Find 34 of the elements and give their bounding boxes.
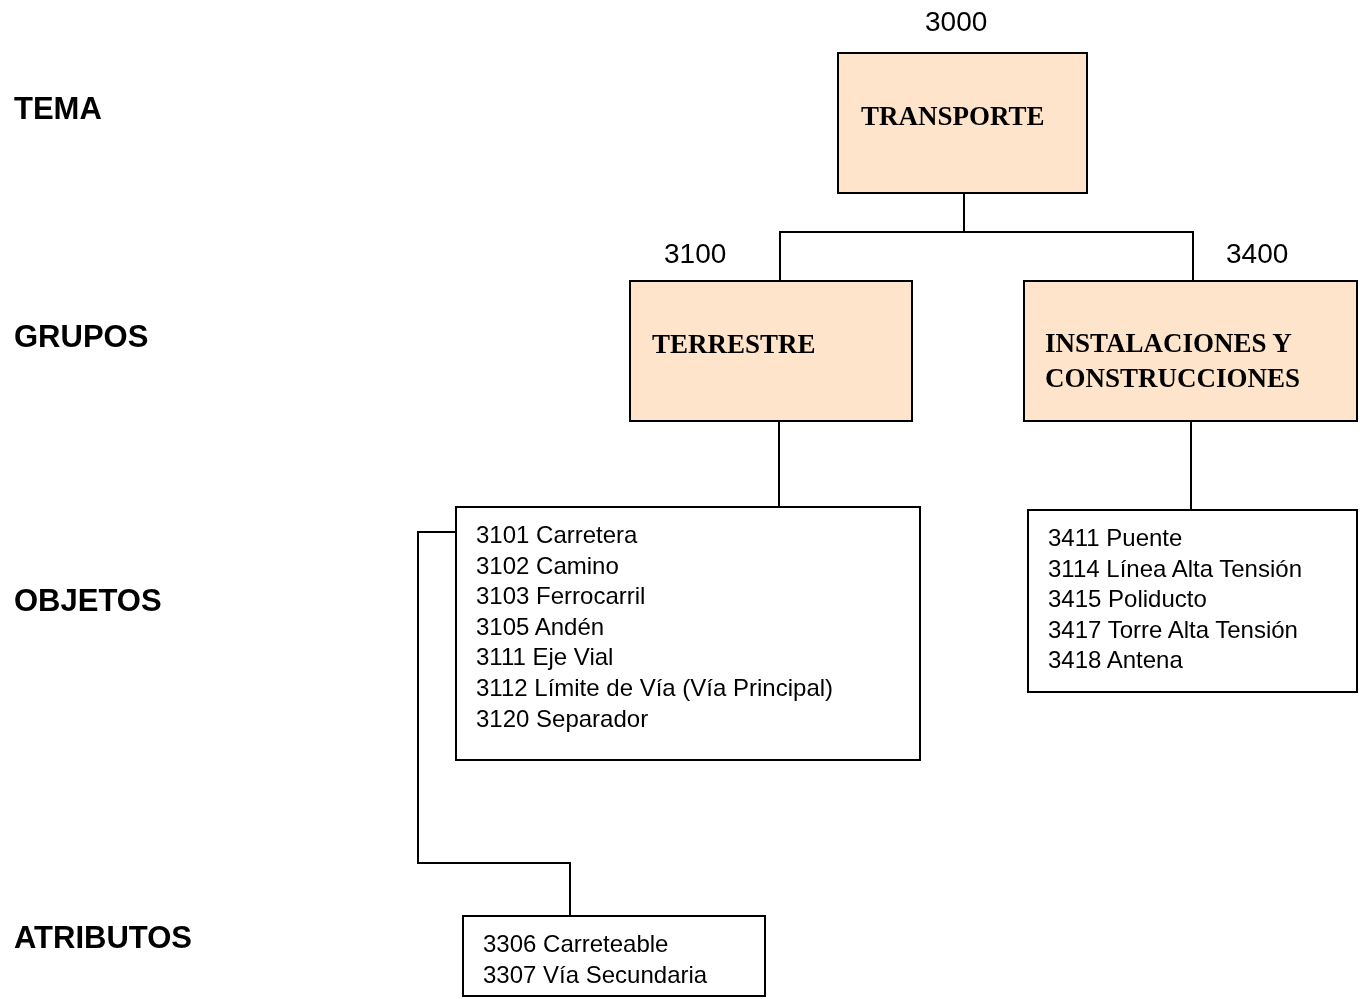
list-item: 3411 Puente (1048, 523, 1184, 553)
list-item: 3112 Límite de Vía (Vía Principal) (476, 672, 835, 703)
box-title: INSTALACIONES Y CONSTRUCCIONES (1045, 327, 1302, 395)
list-item: 3101 Carretera (476, 520, 639, 550)
list-item: 3417 Torre Alta Tensión (1048, 614, 1299, 645)
code-number: 3100 (664, 238, 727, 270)
level-label: OBJETOS (14, 583, 162, 619)
category-box (1023, 280, 1358, 422)
list-item: 3103 Ferrocarril (476, 581, 647, 612)
box-title: TRANSPORTE (861, 100, 1046, 133)
category-box (629, 280, 913, 422)
list-item: 3120 Separador (476, 703, 650, 734)
list-item: 3418 Antena (1048, 645, 1184, 676)
connector-line (417, 531, 571, 916)
list-item: 3114 Línea Alta Tensión (1048, 553, 1303, 584)
connector-line (1190, 421, 1192, 510)
list-item: 3102 Camino (476, 550, 620, 581)
category-box (837, 52, 1088, 194)
level-label: GRUPOS (14, 319, 149, 355)
list-item: 3105 Andén (476, 611, 606, 642)
list-box (455, 506, 921, 761)
list-box (462, 915, 766, 997)
list-item: 3111 Eje Vial (476, 642, 615, 673)
list-item: 3307 Vía Secundaria (483, 959, 709, 990)
list-box (1027, 509, 1358, 693)
list-item: 3306 Carreteable (483, 929, 670, 959)
connector-line (778, 421, 780, 507)
connector-line (963, 193, 1194, 281)
code-number: 3000 (925, 6, 988, 38)
list-item: 3415 Poliducto (1048, 584, 1208, 615)
code-number: 3400 (1226, 238, 1289, 270)
box-title: TERRESTRE (652, 328, 817, 361)
level-label: TEMA (14, 91, 102, 127)
level-label: ATRIBUTOS (14, 920, 192, 956)
